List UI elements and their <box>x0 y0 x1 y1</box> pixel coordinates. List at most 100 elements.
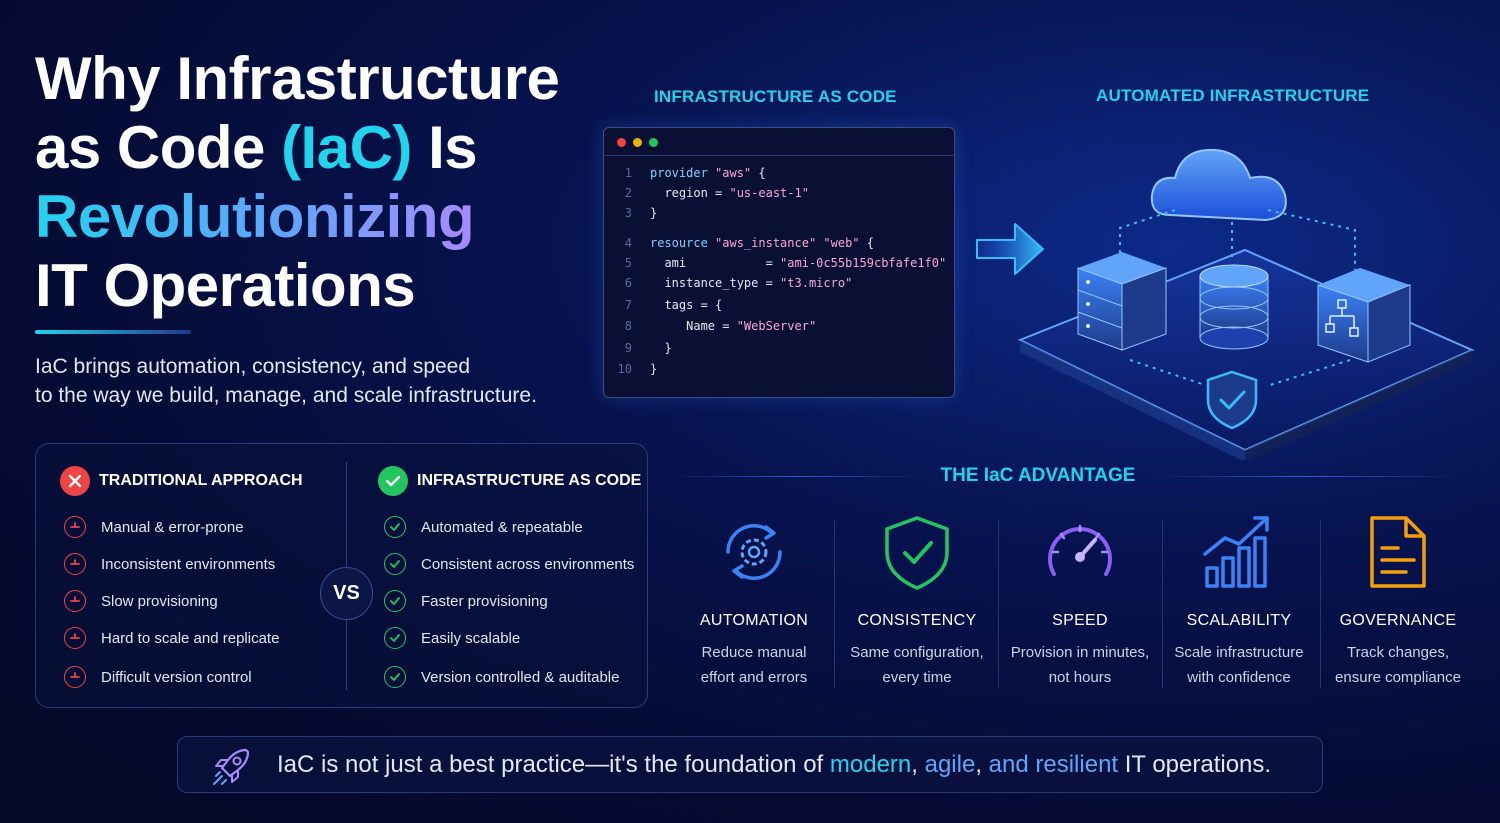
advantage-separator <box>998 520 999 688</box>
connection-lines <box>1119 209 1356 386</box>
subtitle-line-1: IaC brings automation, consistency, and … <box>35 355 471 378</box>
warning-icon <box>64 627 86 649</box>
traditional-item-label: Inconsistent environments <box>101 555 276 573</box>
x-circle-icon <box>60 466 90 496</box>
line-number: 6 <box>624 276 632 290</box>
title-line-3-text: Revolutionizing <box>35 183 475 250</box>
code-text: } <box>650 341 672 355</box>
line-number: 4 <box>624 236 632 250</box>
line-number: 7 <box>624 298 632 312</box>
line-number: 10 <box>617 362 632 376</box>
advantage-rule-left <box>672 476 922 477</box>
traditional-heading: TRADITIONAL APPROACH <box>60 466 303 496</box>
advantage-desc-line-2: every time <box>882 669 952 686</box>
window-minimize-dot <box>633 138 642 147</box>
line-number: 8 <box>624 319 632 333</box>
warning-icon <box>64 516 86 538</box>
gear-refresh-icon <box>726 524 782 580</box>
check-circle-icon <box>378 466 408 496</box>
code-text: provider "aws" { <box>650 166 766 180</box>
title-line-4: IT Operations <box>35 252 416 319</box>
banner-text-part: IaC is not just a best practice—it's the… <box>277 751 830 778</box>
shield-check-icon <box>885 516 949 590</box>
check-icon <box>384 590 406 612</box>
advantage-name: GOVERNANCE <box>1339 612 1457 629</box>
warning-icon <box>64 553 86 575</box>
cloud-icon <box>1150 148 1287 222</box>
code-panel-label: INFRASTRUCTURE AS CODE <box>654 87 897 106</box>
banner-text: IaC is not just a best practice—it's the… <box>277 751 1271 779</box>
code-line: 9 } <box>604 341 954 361</box>
traditional-item-label: Difficult version control <box>101 668 252 686</box>
advantage-desc: Track changes,ensure compliance <box>1326 640 1470 690</box>
network-cube-icon <box>1317 268 1411 363</box>
advantage-title: THE IaC ADVANTAGE <box>940 465 1136 486</box>
rocket-icon <box>213 748 250 785</box>
line-number: 3 <box>624 206 632 220</box>
code-line: 2 region = "us-east-1" <box>604 186 954 206</box>
bottom-banner: IaC is not just a best practice—it's the… <box>177 736 1323 793</box>
code-line: 8 Name = "WebServer" <box>604 319 954 339</box>
server-rack-icon <box>1077 252 1167 351</box>
code-text: resource "aws_instance" "web" { <box>650 236 874 250</box>
code-text: Name = "WebServer" <box>650 319 817 333</box>
advantage-separator <box>1162 520 1163 688</box>
automated-infrastructure-label: AUTOMATED INFRASTRUCTURE <box>1096 86 1370 105</box>
line-number: 1 <box>624 166 632 180</box>
title-line-2-c: Is <box>411 114 478 181</box>
advantage-desc: Provision in minutes, not hours <box>1004 640 1156 690</box>
window-maximize-dot <box>649 138 658 147</box>
warning-icon <box>64 590 86 612</box>
banner-text-part: , <box>911 751 925 778</box>
check-icon <box>384 516 406 538</box>
check-icon <box>384 553 406 575</box>
title-line-2: as Code (IaC) Is <box>35 113 595 182</box>
traditional-list-item: Slow provisioning <box>64 590 218 612</box>
database-icon <box>1199 264 1269 350</box>
automated-infrastructure-illustration <box>1017 148 1475 460</box>
growth-chart-icon <box>1203 516 1269 588</box>
advantage-desc: Same configuration, every time <box>840 640 994 690</box>
subtitle-line-2: to the way we build, manage, and scale i… <box>35 384 537 407</box>
code-line: 6 instance_type = "t3.micro" <box>604 276 954 296</box>
right-arrow-icon <box>976 223 1044 275</box>
traditional-list-item: Inconsistent environments <box>64 553 276 575</box>
window-close-dot <box>617 138 626 147</box>
check-icon <box>384 666 406 688</box>
title-line-2-iac: (IaC) <box>281 114 412 181</box>
iac-item-label: Automated & repeatable <box>421 518 583 536</box>
advantage-desc-line-2: ensure compliance <box>1335 669 1461 686</box>
traditional-list-item: Hard to scale and replicate <box>64 627 279 649</box>
line-number: 5 <box>624 256 632 270</box>
document-icon <box>1370 516 1426 588</box>
advantage-name: SPEED <box>1052 612 1108 629</box>
code-text: ami = "ami-0c55b159cbfafe1f0" <box>650 256 947 270</box>
iac-list-item: Easily scalable <box>384 627 520 649</box>
advantage-desc-line-1: Same configuration, <box>850 644 984 661</box>
line-number: 9 <box>624 341 632 355</box>
advantage-name: CONSISTENCY <box>857 612 977 629</box>
speedometer-icon <box>1048 524 1112 576</box>
advantage-name: AUTOMATION <box>699 612 809 629</box>
iac-list-item: Consistent across environments <box>384 553 634 575</box>
banner-highlight-agile: agile <box>924 751 976 778</box>
warning-icon <box>64 666 86 688</box>
iac-item-label: Version controlled & auditable <box>421 668 620 686</box>
code-line: 4 resource "aws_instance" "web" { <box>604 236 954 256</box>
subtitle: IaC brings automation, consistency, and … <box>35 352 595 410</box>
iac-list-item: Automated & repeatable <box>384 516 583 538</box>
advantage-desc-line-2: with confidence <box>1187 669 1291 686</box>
advantage-desc-line-1: Scale infrastructure <box>1174 644 1304 661</box>
advantage-desc-line-2: effort and errors <box>700 669 808 686</box>
advantage-desc-line-2: not hours <box>1048 669 1112 686</box>
code-text: } <box>650 206 658 220</box>
code-line: 5 ami = "ami-0c55b159cbfafe1f0" <box>604 256 954 276</box>
advantage-desc: Scale infrastructure with confidence <box>1166 640 1312 690</box>
advantage-desc-line-1: Provision in minutes, <box>1010 644 1150 661</box>
shield-check-icon <box>1206 370 1258 430</box>
code-line: 7 tags = { <box>604 298 954 318</box>
check-icon <box>384 627 406 649</box>
code-text: instance_type = "t3.micro" <box>650 276 853 290</box>
traditional-list-item: Manual & error-prone <box>64 516 244 538</box>
traditional-item-label: Slow provisioning <box>101 592 218 610</box>
